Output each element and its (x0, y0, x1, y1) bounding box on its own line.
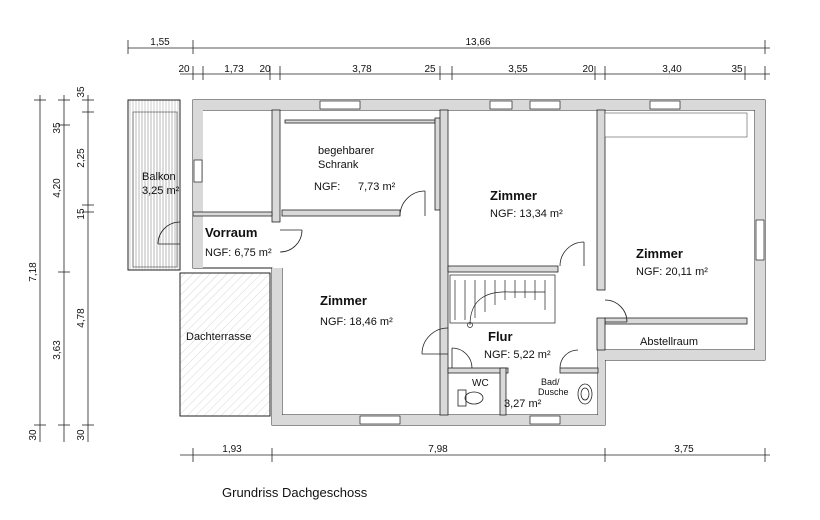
dim-bottom-3: 3,75 (674, 444, 694, 455)
dim-left-mid-2: 4,20 (52, 178, 63, 198)
plan-title: Grundriss Dachgeschoss (222, 485, 368, 500)
interior-walls (192, 109, 748, 416)
zimmer-right-top-band (604, 112, 748, 138)
dim-top-2: 13,66 (465, 37, 490, 48)
dimension-labels-top: 1,55 13,66 20 1,73 20 3,78 25 3,55 20 3,… (150, 37, 743, 75)
dim-left-inner-4: 4,78 (76, 308, 87, 328)
schrank-name-2: Schrank (318, 159, 359, 171)
dimension-lines-top (127, 40, 770, 80)
vorraum-name: Vorraum (205, 225, 258, 240)
schrank-name-1: begehbarer (318, 145, 375, 157)
dim-top2-3: 20 (259, 64, 271, 75)
zimmer-main-name: Zimmer (320, 293, 367, 308)
balkon-name: Balkon (142, 171, 176, 183)
dim-left-mid-3: 3,63 (52, 340, 63, 360)
dimension-lines-bottom (180, 448, 770, 462)
dim-left-mid-4: 30 (28, 429, 39, 441)
balkon-area-text: 3,25 m² (142, 185, 180, 197)
dim-top2-2: 1,73 (224, 64, 244, 75)
schrank-area-label: NGF: (314, 181, 340, 193)
dim-top2-1: 20 (178, 64, 190, 75)
staircase (449, 274, 556, 328)
dim-top2-9: 35 (731, 64, 743, 75)
dim-left-outer: 7,18 (28, 262, 39, 282)
flur-area: NGF: 5,22 m² (484, 349, 551, 361)
vorraum-area: NGF: 6,75 m² (205, 247, 272, 259)
dim-left-inner-1: 35 (76, 86, 87, 98)
schrank-area-value: 7,73 m² (358, 181, 396, 193)
dim-top2-5: 25 (424, 64, 436, 75)
dim-top2-7: 20 (582, 64, 594, 75)
bad-name-1: Bad/ (541, 377, 560, 387)
doors (157, 190, 628, 369)
basin-icon (577, 383, 593, 405)
windows (193, 100, 765, 425)
flur-name: Flur (488, 329, 513, 344)
zimmer-mid-top-area: NGF: 13,34 m² (490, 208, 563, 220)
dim-top2-4: 3,78 (352, 64, 372, 75)
bad-area: 3,27 m² (504, 398, 542, 410)
dimension-lines-left (34, 95, 94, 442)
zimmer-right-name: Zimmer (636, 246, 683, 261)
dachterrasse-area (179, 272, 271, 417)
balkon-inner (132, 111, 178, 268)
toilet-icon (457, 389, 484, 407)
dimension-labels-bottom: 1,93 7,98 3,75 (222, 444, 694, 455)
zimmer-mid-top-name: Zimmer (490, 188, 537, 203)
dim-top2-6: 3,55 (508, 64, 528, 75)
dim-bottom-1: 1,93 (222, 444, 242, 455)
zimmer-right-area: NGF: 20,11 m² (636, 266, 708, 278)
dimension-labels-left: 7,18 35 4,20 3,63 30 35 2,25 15 4,78 30 (28, 86, 87, 441)
dim-left-mid-1: 35 (52, 122, 63, 134)
dim-bottom-2: 7,98 (428, 444, 448, 455)
dachterrasse-name: Dachterrasse (186, 331, 251, 343)
dim-left-inner-2: 2,25 (76, 148, 87, 168)
dim-top-1: 1,55 (150, 37, 170, 48)
zimmer-main-area: NGF: 18,46 m² (320, 316, 393, 328)
dim-left-inner-5: 30 (76, 429, 87, 441)
wc-name: WC (472, 378, 489, 389)
dim-left-inner-3: 15 (76, 208, 87, 220)
dim-top2-8: 3,40 (662, 64, 682, 75)
room-labels: Balkon 3,25 m² Vorraum NGF: 6,75 m² bege… (142, 145, 708, 410)
abstellraum-name: Abstellraum (640, 336, 698, 348)
bad-name-2: Dusche (538, 387, 569, 397)
